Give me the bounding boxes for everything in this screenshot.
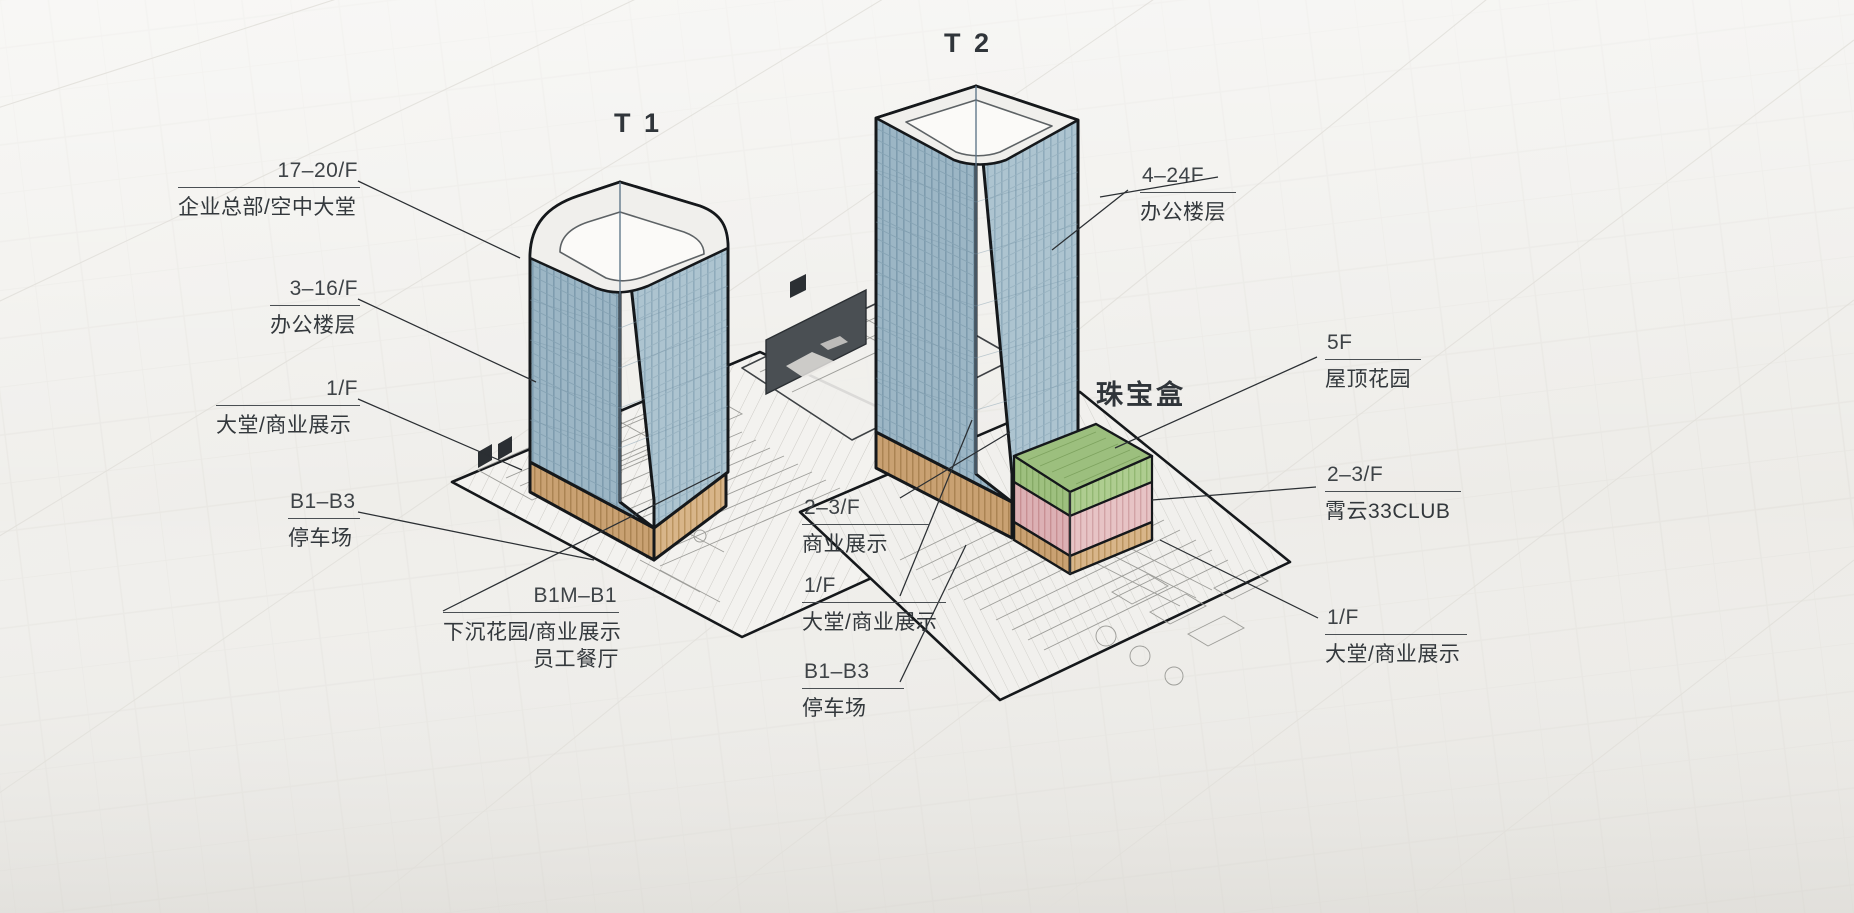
street-furniture-link (790, 274, 806, 298)
label-desc-text: 大堂/商业展示 (1325, 643, 1461, 667)
label-floor-text: 3–16/F (289, 277, 358, 300)
label-t2-b1-b3[interactable]: B1–B3 停车场 (802, 659, 904, 721)
label-floor-text: 5F (1327, 331, 1353, 354)
label-floor-text: 1/F (326, 377, 358, 400)
label-floor-text: B1–B3 (804, 660, 870, 683)
label-rule (216, 405, 360, 407)
t2-roof-inner (905, 99, 1053, 157)
label-desc-text: 商业展示 (802, 533, 888, 557)
label-desc-text: 大堂/商业展示 (802, 611, 938, 635)
leader-t1-b1-b3 (357, 511, 595, 561)
label-desc-text-2: 员工餐厅 (533, 648, 619, 672)
leader-lines (357, 176, 1319, 683)
tower-title-t2: T 2 (944, 28, 993, 58)
label-t1-1f[interactable]: 1/F 大堂/商业展示 (216, 376, 360, 438)
label-rule (1325, 491, 1461, 493)
label-t2-4-24f[interactable]: 4–24F 办公楼层 (1140, 163, 1236, 225)
label-floor-text: B1–B3 (290, 490, 356, 513)
label-desc-text: 停车场 (288, 527, 353, 551)
label-jewelbox-2-3f[interactable]: 2–3/F 霄云33CLUB (1325, 462, 1461, 524)
label-desc-text: 企业总部/空中大堂 (178, 196, 357, 220)
jewel-box-building (1012, 422, 1154, 576)
leader-jb-1f (1159, 539, 1319, 619)
label-floor-text: 2–3/F (804, 496, 861, 519)
label-jewelbox-1f[interactable]: 1/F 大堂/商业展示 (1325, 605, 1467, 667)
label-t1-17-20f[interactable]: 17–20/F 企业总部/空中大堂 (178, 158, 360, 220)
leader-t1-17-20 (357, 180, 521, 259)
leader-jb-5f (1114, 356, 1318, 449)
label-desc-text: 办公楼层 (1140, 201, 1226, 225)
label-desc-text: 停车场 (802, 697, 867, 721)
tower-title-t1: T 1 (614, 108, 663, 138)
leader-t1-1f (357, 398, 523, 471)
leader-t2-4-24 (1099, 176, 1219, 198)
leader-t1-b1m-b1 (442, 471, 721, 612)
label-rule (1325, 634, 1467, 636)
street-furniture (478, 436, 512, 468)
label-jewelbox-5f[interactable]: 5F 屋顶花园 (1325, 330, 1421, 392)
label-rule (1325, 359, 1421, 361)
label-rule (270, 305, 360, 307)
label-rule (178, 187, 360, 189)
leader-t2-1f (899, 419, 973, 597)
leader-t1-3-16 (357, 298, 537, 383)
label-floor-text: 2–3/F (1327, 463, 1384, 486)
label-rule (443, 612, 619, 614)
leader-t2-4-24b (1051, 189, 1129, 251)
leader-t2-2-3 (899, 431, 1011, 499)
label-floor-text: 17–20/F (277, 159, 358, 182)
label-t1-3-16f[interactable]: 3–16/F 办公楼层 (270, 276, 360, 338)
label-desc-text: 办公楼层 (270, 314, 356, 338)
label-floor-text: B1M–B1 (533, 584, 617, 607)
t1-roof-inner (559, 211, 705, 282)
label-floor-text: 1/F (1327, 606, 1359, 629)
tower-t1 (528, 180, 730, 562)
label-rule (802, 688, 904, 690)
label-floor-text: 4–24F (1142, 164, 1205, 187)
building-title-jewel-box: 珠宝盒 (1096, 380, 1186, 410)
label-desc-text: 霄云33CLUB (1325, 500, 1451, 524)
label-desc-text: 屋顶花园 (1325, 368, 1411, 392)
label-t1-b1-b3[interactable]: B1–B3 停车场 (288, 489, 360, 551)
label-rule (288, 518, 360, 520)
leader-jb-2-3 (1151, 486, 1317, 501)
label-desc-text: 大堂/商业展示 (216, 414, 352, 438)
label-t2-1f[interactable]: 1/F 大堂/商业展示 (802, 573, 946, 635)
label-t1-b1m-b1[interactable]: B1M–B1 下沉花园/商业展示 员工餐厅 (443, 583, 622, 673)
label-rule (802, 524, 930, 526)
label-rule (1140, 192, 1236, 194)
leader-t2-b1-b3 (899, 544, 967, 683)
label-floor-text: 1/F (804, 574, 836, 597)
label-t2-2-3f[interactable]: 2–3/F 商业展示 (802, 495, 930, 557)
label-rule (802, 602, 946, 604)
label-desc-text: 下沉花园/商业展示 (443, 621, 622, 645)
